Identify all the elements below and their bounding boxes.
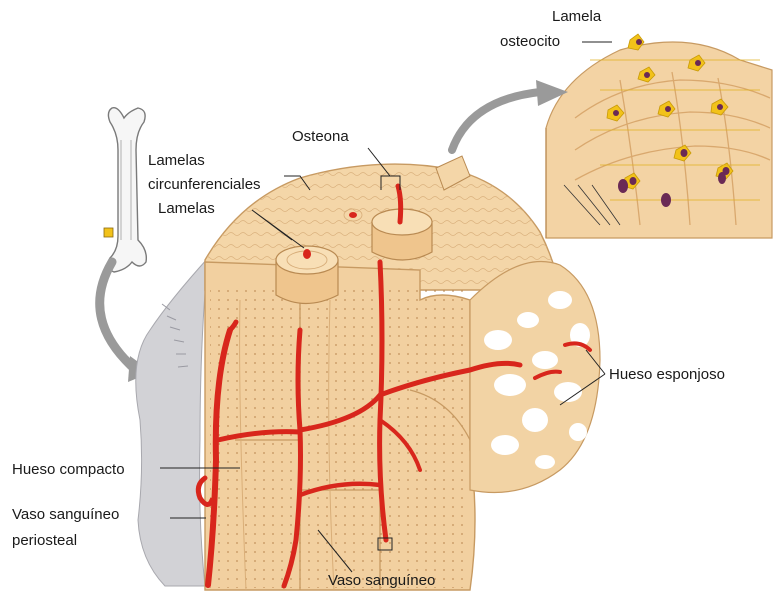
bone-icon — [104, 108, 146, 272]
label-hueso-esponjoso: Hueso esponjoso — [609, 366, 725, 384]
label-vaso-sanguineo: Vaso sanguíneo — [328, 572, 435, 590]
label-vaso-sanguineo-periosteal-line2: periosteal — [12, 532, 77, 550]
zoom-arrow-inset-icon — [452, 92, 540, 150]
label-hueso-compacto: Hueso compacto — [12, 461, 125, 479]
zoom-arrow-icon — [100, 262, 138, 372]
osteon-cylinder-left — [276, 246, 338, 304]
periosteum — [136, 258, 208, 586]
label-vaso-sanguineo-periosteal-line1: Vaso sanguíneo — [12, 506, 119, 524]
osteocyte-inset — [546, 34, 772, 238]
label-lamela: Lamela — [552, 8, 601, 26]
label-lamelas-circunferenciales-line1: Lamelas — [148, 152, 205, 170]
label-lamelas-circunferenciales-line2: circunferenciales — [148, 176, 261, 194]
label-lamelas: Lamelas — [158, 200, 215, 218]
label-osteocito: osteocito — [500, 33, 560, 51]
label-osteona: Osteona — [292, 128, 349, 146]
compact-bone-front — [205, 262, 475, 590]
